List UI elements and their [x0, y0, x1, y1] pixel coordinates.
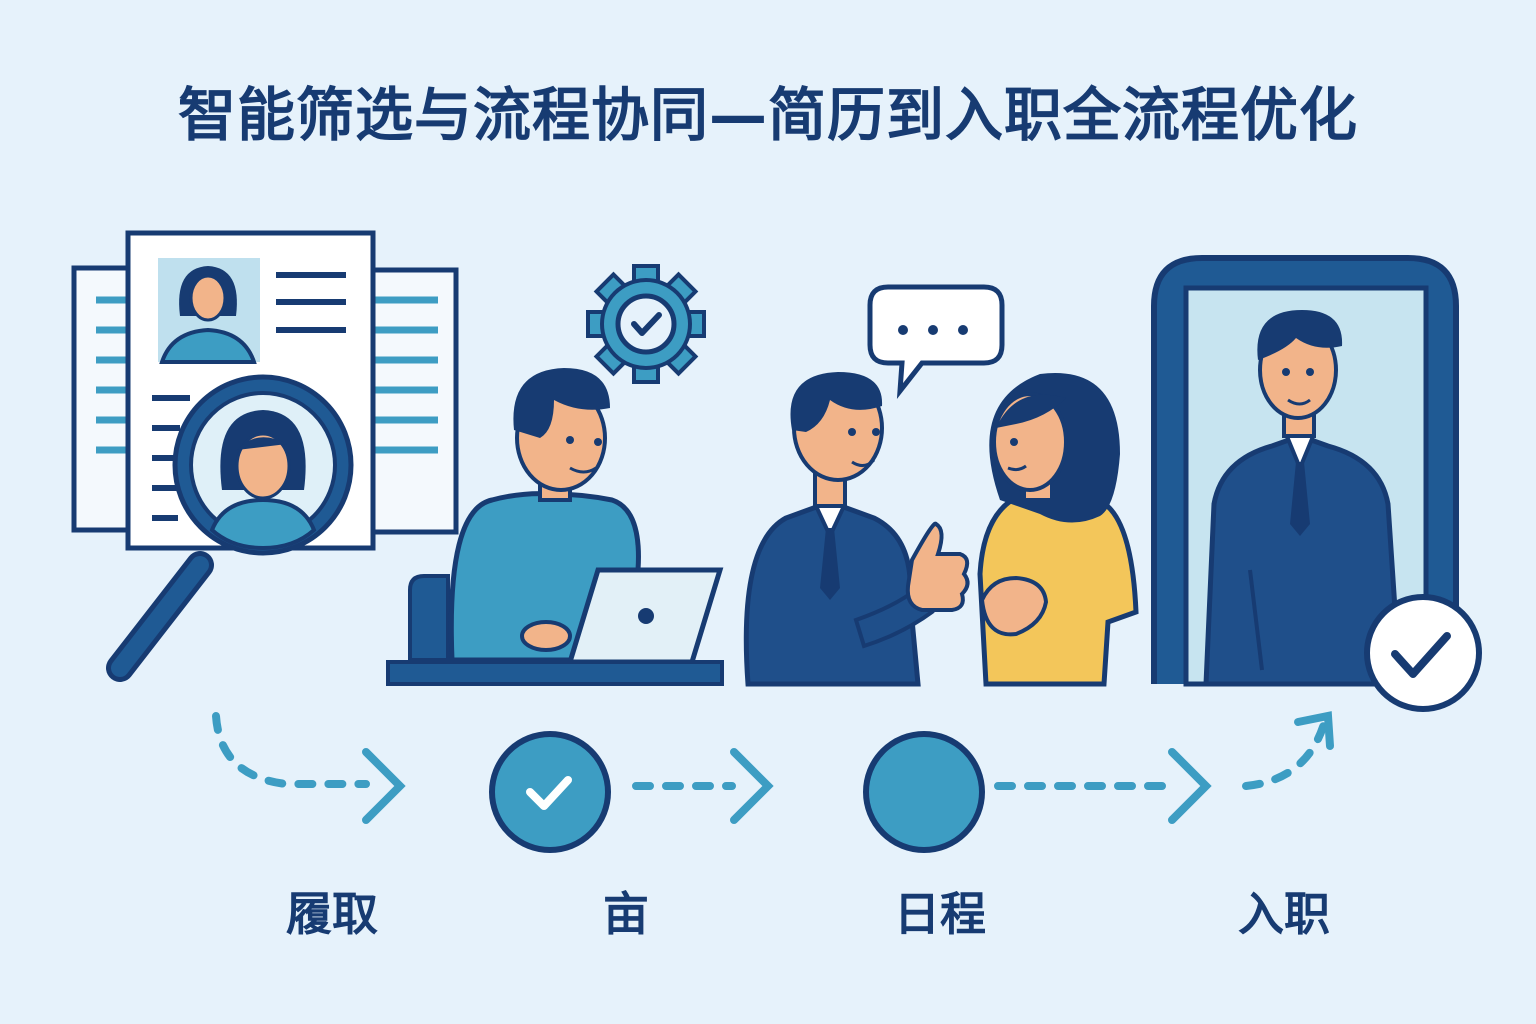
- step-label-interview: 亩: [603, 887, 649, 941]
- handshake-conversation-icon: [743, 284, 1139, 687]
- flow-connector-1: [212, 712, 406, 824]
- page-title: 智能筛选与流程协同—简历到入职全流程优化: [177, 81, 1358, 149]
- flow-connector-2: [632, 748, 774, 824]
- interview-laptop-icon: [386, 264, 724, 686]
- onboarding-door-icon: [1151, 255, 1482, 712]
- flow-connector-3: [994, 711, 1334, 824]
- step-label-onboarding: 入职: [1238, 887, 1330, 941]
- check-icon: [526, 776, 572, 810]
- progress-node-done: [489, 731, 611, 853]
- step-label-schedule: 日程: [894, 887, 986, 941]
- progress-node-current: [863, 731, 985, 853]
- step-label-screening: 履取: [286, 887, 378, 941]
- resume-search-icon: [71, 230, 459, 682]
